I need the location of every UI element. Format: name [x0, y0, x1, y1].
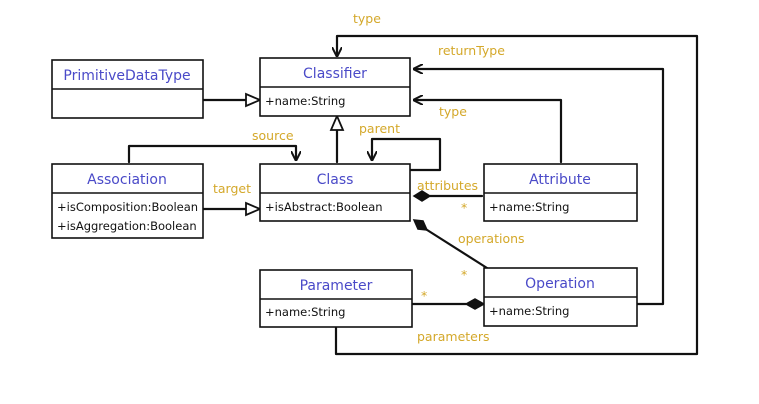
class-primitive-data-type[interactable]: PrimitiveDataType: [51, 59, 204, 119]
label-type-attribute: type: [439, 104, 467, 119]
edge-parameter-type: [336, 34, 699, 356]
label-parent: parent: [359, 121, 400, 136]
class-association[interactable]: Association +isComposition:Boolean +isAg…: [51, 163, 204, 239]
composition-diamond-operations: [412, 219, 429, 231]
class-attribute: +name:String: [489, 304, 569, 318]
class-name: Class: [317, 172, 354, 188]
class-attribute: +isComposition:Boolean: [57, 200, 198, 214]
class-attribute: +isAggregation:Boolean: [57, 219, 197, 233]
composition-diamond-parameters: [464, 298, 486, 310]
generalization-triangle-class: [329, 113, 345, 131]
generalization-triangle-primitive: [245, 92, 263, 108]
edge-association-source: [127, 144, 296, 164]
composition-diamond-attributes: [412, 190, 432, 202]
label-attributes-multiplicity: *: [461, 200, 467, 215]
class-name: Association: [87, 172, 167, 188]
class-parameter[interactable]: Parameter +name:String: [259, 269, 413, 328]
edge-attribute-type: [412, 100, 563, 164]
class-class[interactable]: Class +isAbstract:Boolean: [259, 163, 411, 222]
label-type-top: type: [353, 11, 381, 26]
label-parameters: parameters: [417, 329, 490, 344]
label-operations: operations: [458, 231, 525, 246]
class-name: Operation: [525, 276, 595, 292]
label-parameters-multiplicity: *: [421, 288, 427, 303]
label-target: target: [213, 181, 251, 196]
generalization-triangle-target: [245, 201, 263, 217]
edge-operation-return-type: [412, 69, 665, 306]
class-attribute: +name:String: [265, 94, 345, 108]
class-name: Parameter: [300, 278, 373, 294]
class-attribute: +isAbstract:Boolean: [265, 200, 383, 214]
edge-class-parent: [372, 137, 442, 172]
class-attribute: +name:String: [489, 200, 569, 214]
class-name: Attribute: [529, 172, 591, 188]
label-attributes: attributes: [417, 178, 478, 193]
class-name: Classifier: [303, 66, 367, 82]
label-operations-multiplicity: *: [461, 267, 467, 282]
label-source: source: [252, 128, 294, 143]
class-attribute: +name:String: [265, 305, 345, 319]
label-return-type: returnType: [438, 43, 505, 58]
edge-class-operations: [422, 226, 489, 270]
class-operation[interactable]: Operation +name:String: [483, 267, 638, 327]
class-classifier[interactable]: Classifier +name:String: [259, 57, 411, 117]
class-attribute-box[interactable]: Attribute +name:String: [483, 163, 638, 222]
class-name: PrimitiveDataType: [63, 68, 190, 84]
